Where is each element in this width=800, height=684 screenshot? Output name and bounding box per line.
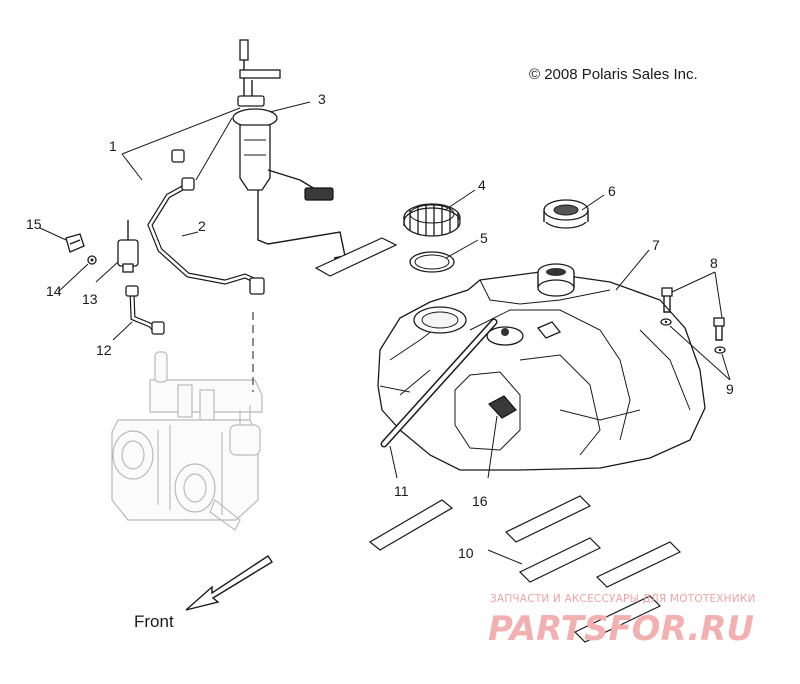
hose-12 bbox=[125, 285, 165, 335]
front-arrow bbox=[185, 555, 273, 611]
callout-12: 12 bbox=[96, 342, 112, 358]
callout-11: 11 bbox=[394, 483, 409, 499]
vent-tube bbox=[380, 318, 498, 448]
callout-6: 6 bbox=[608, 183, 616, 199]
callout-5: 5 bbox=[480, 230, 488, 246]
callout-16: 16 bbox=[472, 493, 488, 509]
pump-filter-pad bbox=[314, 237, 398, 277]
callout-10: 10 bbox=[458, 545, 474, 561]
callout-2: 2 bbox=[198, 218, 206, 234]
callout-9: 9 bbox=[726, 381, 734, 397]
callout-14: 14 bbox=[46, 283, 62, 299]
seal-ring bbox=[409, 251, 455, 273]
fuel-filter bbox=[117, 220, 139, 273]
callout-13: 13 bbox=[82, 291, 98, 307]
callout-1: 1 bbox=[109, 138, 117, 154]
throttle-body-ghost bbox=[111, 351, 263, 531]
leader-lines bbox=[39, 101, 731, 565]
copyright-text: © 2008 Polaris Sales Inc. bbox=[529, 66, 698, 83]
fuel-line-2 bbox=[147, 177, 265, 295]
clamp bbox=[65, 233, 85, 253]
fuel-cap bbox=[543, 199, 589, 229]
callout-7: 7 bbox=[652, 237, 660, 253]
screw bbox=[87, 255, 97, 265]
callout-15: 15 bbox=[26, 216, 42, 232]
callout-3: 3 bbox=[318, 91, 326, 107]
fuel-line-1 bbox=[124, 149, 185, 236]
callout-4: 4 bbox=[478, 177, 486, 193]
fuel-tank bbox=[377, 263, 706, 471]
callout-8: 8 bbox=[710, 255, 718, 271]
watermark-tagline: ЗАПЧАСТИ И АКСЕССУАРЫ ДЛЯ МОТОТЕХНИКИ bbox=[490, 593, 756, 605]
lock-ring bbox=[403, 203, 461, 237]
watermark: ЗАПЧАСТИ И АКСЕССУАРЫ ДЛЯ МОТОТЕХНИКИ PA… bbox=[488, 593, 756, 649]
tank-pads bbox=[368, 495, 682, 643]
watermark-logo: PARTSFOR.RU bbox=[488, 609, 754, 649]
callout-labels: 1 2 3 4 5 6 7 8 9 10 11 12 13 14 15 16 bbox=[26, 91, 734, 561]
washers bbox=[660, 318, 726, 354]
front-label: Front bbox=[134, 612, 174, 631]
fuel-pump-assembly bbox=[232, 39, 346, 259]
